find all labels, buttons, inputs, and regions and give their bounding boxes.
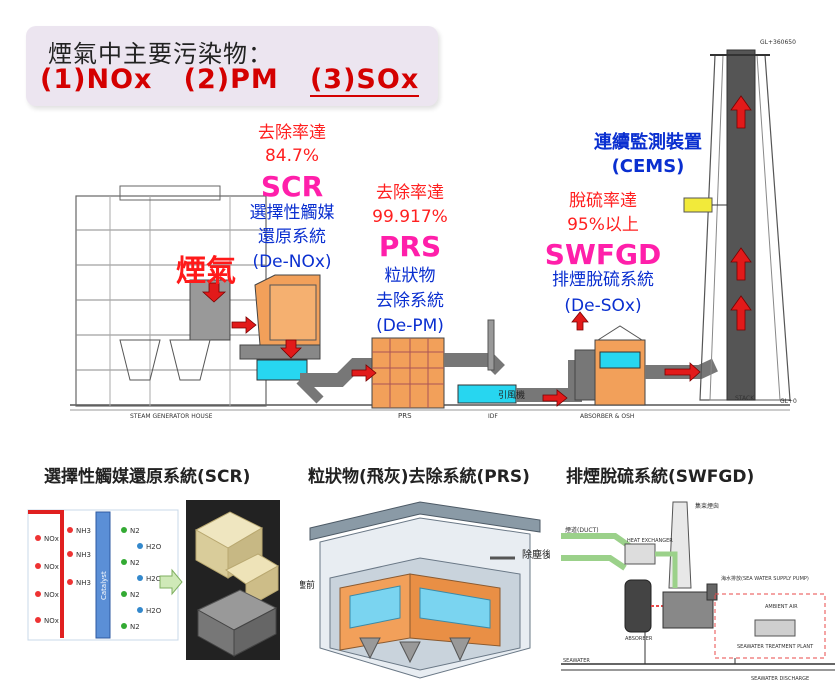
- title-box: [26, 26, 438, 106]
- swfgd-name-2: (De-SOx): [564, 296, 642, 316]
- svg-text:N2: N2: [130, 623, 140, 631]
- flow-arrow-stack-top: [730, 95, 752, 129]
- prs-rate-value: 99.917%: [372, 207, 448, 227]
- prs-in-label: 除塵前: [300, 579, 315, 591]
- flow-arrow-scr-down: [280, 339, 302, 359]
- molecules-left: NOx NH3 NOx NH3 NOx NH3 NOx: [35, 527, 91, 625]
- scr-rate-label: 去除率達: [258, 123, 326, 143]
- swfgd-abbr: SWFGD: [544, 238, 662, 271]
- scr-abbr: SCR: [260, 170, 324, 203]
- scr-name-1: 選擇性觸媒: [249, 203, 335, 223]
- cems-abbr: (CEMS): [611, 156, 685, 177]
- label-fan: 引風機: [498, 389, 525, 401]
- scr-section-title: 選擇性觸媒還原系統(SCR): [44, 467, 251, 487]
- svg-text:NOx: NOx: [44, 535, 59, 543]
- swfgd-rate-value: 95%以上: [567, 215, 639, 235]
- svg-text:N2: N2: [130, 527, 140, 535]
- flow-arrow-prs-in: [351, 364, 377, 382]
- svg-text:NH3: NH3: [76, 527, 91, 535]
- pollutant-sox: (3)SOx: [309, 64, 420, 97]
- svg-text:H2O: H2O: [146, 543, 162, 551]
- catalyst-bed: [95, 511, 111, 639]
- flow-arrow-stack-in: [664, 362, 701, 382]
- prs-rate-label: 去除率達: [376, 183, 444, 203]
- svg-text:NH3: NH3: [76, 579, 91, 587]
- pollutant-nox: (1)NOx: [40, 64, 153, 95]
- catalyst-blocks-photo: [186, 500, 280, 660]
- svg-text:H2O: H2O: [146, 607, 162, 615]
- prs-abbr: PRS: [378, 230, 442, 263]
- swfgd-sea-water-label: 海水排放(SEA WATER SUPPLY PUMP): [721, 575, 809, 582]
- svg-text:N2: N2: [130, 591, 140, 599]
- prs-name-2: 去除系統: [376, 291, 444, 311]
- prs-building-diagram: 除塵後 除塵前: [300, 501, 550, 679]
- label-stack: STACK: [735, 395, 755, 402]
- label-idf: IDF: [488, 413, 498, 420]
- svg-text:NOx: NOx: [44, 591, 59, 599]
- swfgd-heat-exchanger-label: HEAT EXCHANGER: [627, 538, 673, 544]
- cems-device: [683, 197, 713, 213]
- svg-text:NOx: NOx: [44, 563, 59, 571]
- label-prs: PRS: [398, 412, 412, 420]
- flow-arrow-absorber-up: [571, 311, 589, 331]
- title-line-2: (1)NOx (2)PM (3)SOx: [40, 64, 420, 97]
- catalyst-label: Catalyst: [100, 571, 108, 600]
- scr-catalyst-diagram: Catalyst NOx NH3 NOx NH3 NOx NH3 NOx N2 …: [27, 500, 280, 660]
- stack: [683, 49, 791, 401]
- flow-arrows: [201, 95, 752, 407]
- swfgd-stack: [668, 501, 692, 589]
- flow-arrow-stack-1: [730, 295, 752, 331]
- swfgd-section-title: 排煙脫硫系統(SWFGD): [566, 467, 755, 487]
- label-absorber: ABSORBER & OSH: [580, 413, 634, 420]
- label-steam-gen: STEAM GENERATOR HOUSE: [130, 413, 213, 420]
- prs-out-label: 除塵後: [522, 548, 550, 561]
- swfgd-treatment-label: SEAWATER TREATMENT PLANT: [737, 644, 814, 650]
- flow-arrow-idf: [542, 389, 568, 407]
- svg-text:N2: N2: [130, 559, 140, 567]
- treatment-area: [714, 593, 826, 659]
- flow-arrow-stack-2: [730, 247, 752, 281]
- flow-arrow-scr-in: [231, 316, 257, 334]
- scr-rate-value: 84.7%: [264, 146, 319, 166]
- ammonia-injection-pipe: [28, 510, 64, 638]
- flue-gas-label: 煙氣: [176, 254, 236, 289]
- swfgd-stack-note: 集束煙囪: [695, 502, 719, 510]
- prs-section-title: 粒狀物(飛灰)去除系統(PRS): [308, 467, 530, 487]
- swfgd-seawater-label: SEAWATER: [563, 658, 590, 664]
- title-line-1: 煙氣中主要污染物：: [48, 40, 273, 68]
- pollutant-pm: (2)PM: [183, 64, 279, 95]
- cems-name: 連續監測裝置: [594, 132, 702, 153]
- molecules-right: N2 H2O N2 H2O N2 H2O N2: [121, 527, 162, 631]
- swfgd-absorber-label: ABSORBER: [625, 636, 653, 642]
- flue-gas-down-arrow: [201, 282, 227, 303]
- swfgd-duct-label: 煙道(DUCT): [565, 526, 599, 534]
- scr-name-3: (De-NOx): [252, 252, 332, 272]
- arrow-right-icon: [159, 568, 183, 596]
- swfgd-name-1: 排煙脫硫系統: [552, 270, 654, 290]
- absorber-tower: [624, 579, 652, 633]
- prs-name-1: 粒狀物: [384, 266, 436, 286]
- scr-name-2: 還原系統: [258, 227, 326, 247]
- swfgd-discharge-label: SEAWATER DISCHARGE: [751, 676, 809, 682]
- swfgd-schematic: 集束煙囪 煙道(DUCT) HEAT EXCHANGER ABSORBER 海水…: [561, 501, 835, 682]
- swfgd-ambient-air-label: AMBIENT AIR: [765, 604, 798, 610]
- prs-unit: [371, 337, 445, 409]
- absorber-unit: [574, 325, 646, 406]
- label-gl: GL+0: [780, 398, 797, 405]
- prs-name-3: (De-PM): [376, 316, 444, 336]
- svg-text:NOx: NOx: [44, 617, 59, 625]
- svg-text:NH3: NH3: [76, 551, 91, 559]
- label-stack-top: GL+360650: [760, 39, 796, 46]
- svg-text:H2O: H2O: [146, 575, 162, 583]
- plant-drawing: STEAM GENERATOR HOUSE PRS IDF ABSORBER &…: [70, 39, 797, 420]
- swfgd-rate-label: 脫硫率達: [569, 191, 637, 211]
